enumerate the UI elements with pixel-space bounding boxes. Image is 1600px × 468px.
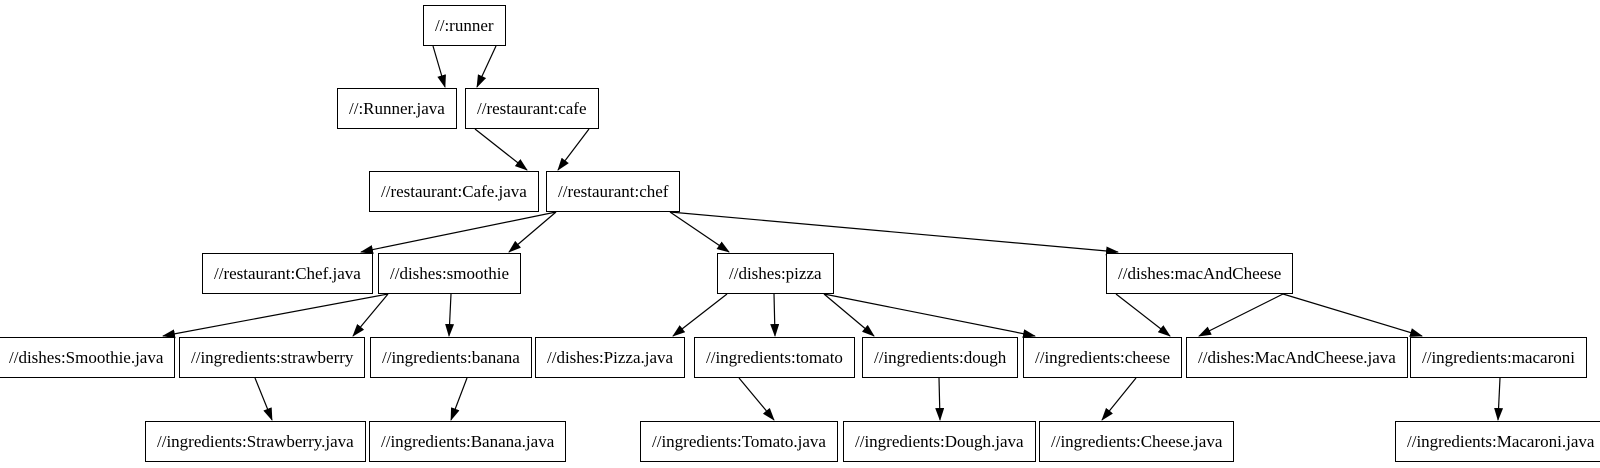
node-bananaJava: //ingredients:Banana.java	[369, 421, 567, 462]
edge-pizza-to-cheese	[823, 293, 1036, 339]
edge-dough-to-doughJava	[935, 377, 945, 421]
node-smoothie: //dishes:smoothie	[378, 253, 521, 294]
node-pizza: //dishes:pizza	[717, 253, 834, 294]
node-cheese: //ingredients:cheese	[1023, 337, 1183, 378]
edge-runner-to-cafe	[476, 45, 497, 88]
edge-runner-to-runnerJava	[432, 45, 446, 88]
node-dough: //ingredients:dough	[862, 337, 1019, 378]
edge-macAndCheese-to-cheese	[1115, 293, 1171, 337]
node-chefJava: //restaurant:Chef.java	[202, 253, 373, 294]
edge-tomato-to-tomatoJava	[738, 377, 775, 421]
edge-smoothie-to-banana	[445, 293, 455, 337]
edge-cheese-to-cheeseJava	[1101, 377, 1137, 421]
node-tomatoJava: //ingredients:Tomato.java	[640, 421, 838, 462]
node-banana: //ingredients:banana	[370, 337, 532, 378]
edge-pizza-to-tomato	[770, 293, 780, 337]
node-cafeJava: //restaurant:Cafe.java	[369, 171, 539, 212]
node-strawberryJava: //ingredients:Strawberry.java	[145, 421, 366, 462]
edge-pizza-to-dough	[823, 293, 875, 337]
node-macaroni: //ingredients:macaroni	[1410, 337, 1587, 378]
node-doughJava: //ingredients:Dough.java	[843, 421, 1036, 462]
edge-chef-to-chefJava	[360, 211, 557, 254]
edge-chef-to-pizza	[669, 211, 730, 253]
edge-macAndCheese-to-macaroni	[1282, 293, 1423, 337]
edge-strawberry-to-strawberryJava	[254, 377, 273, 421]
node-smoothieJava: //dishes:Smoothie.java	[0, 337, 176, 378]
edge-pizza-to-pizzaJava	[672, 293, 728, 337]
node-macaroniJava: //ingredients:Macaroni.java	[1395, 421, 1600, 462]
node-runnerJava: //:Runner.java	[337, 88, 457, 129]
edge-smoothie-to-smoothieJava	[162, 293, 389, 339]
node-cheeseJava: //ingredients:Cheese.java	[1039, 421, 1235, 462]
edge-macAndCheese-to-macAndCheeseJava	[1198, 293, 1284, 337]
node-strawberry: //ingredients:strawberry	[179, 337, 366, 378]
edge-cafe-to-cafeJava	[474, 128, 528, 171]
edge-smoothie-to-strawberry	[352, 293, 389, 337]
node-macAndCheese: //dishes:macAndCheese	[1106, 253, 1294, 294]
node-runner: //:runner	[423, 5, 506, 46]
edge-macaroni-to-macaroniJava	[1494, 377, 1504, 421]
node-tomato: //ingredients:tomato	[694, 337, 855, 378]
node-macAndCheeseJava: //dishes:MacAndCheese.java	[1186, 337, 1408, 378]
edge-banana-to-bananaJava	[450, 377, 468, 421]
edge-chef-to-smoothie	[508, 211, 557, 253]
node-pizzaJava: //dishes:Pizza.java	[535, 337, 686, 378]
edge-cafe-to-chef	[557, 128, 590, 171]
node-cafe: //restaurant:cafe	[465, 88, 599, 129]
node-chef: //restaurant:chef	[546, 171, 681, 212]
edge-chef-to-macAndCheese	[669, 211, 1119, 256]
